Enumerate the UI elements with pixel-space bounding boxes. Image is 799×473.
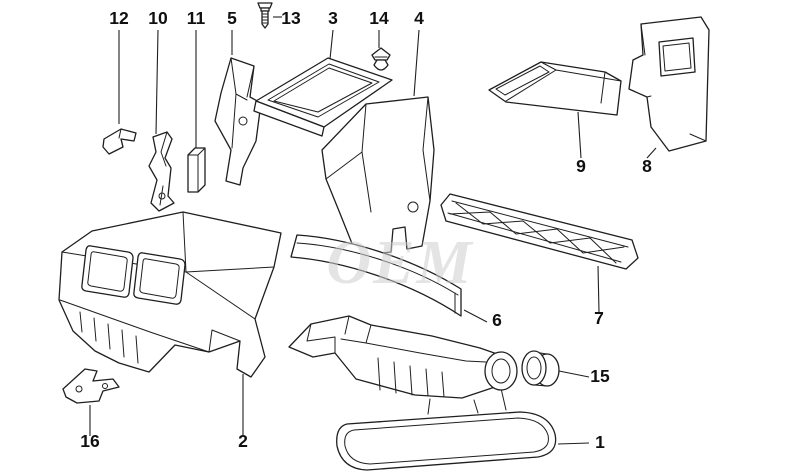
part-9-drawing (488, 61, 622, 116)
part-1-drawing (288, 315, 557, 471)
part-label-15[interactable]: 15 (590, 366, 610, 386)
part-15-drawing (521, 350, 560, 387)
leader-line-6 (463, 309, 488, 323)
part-label-5[interactable]: 5 (227, 8, 237, 28)
leader-line-10 (155, 29, 159, 135)
part-13-drawing (257, 2, 273, 29)
part-2-drawing (58, 211, 282, 378)
part-label-14[interactable]: 14 (369, 8, 389, 28)
part-label-8[interactable]: 8 (642, 156, 652, 176)
watermark: OEM (326, 229, 473, 297)
part-3-drawing (253, 57, 393, 137)
leader-line-8 (646, 147, 657, 159)
part-14-drawing (371, 47, 391, 71)
part-label-2[interactable]: 2 (238, 431, 248, 451)
part-16-drawing (62, 368, 120, 404)
leader-lines (89, 16, 657, 445)
leader-line-1 (557, 442, 590, 445)
part-label-13[interactable]: 13 (281, 8, 301, 28)
part-label-7[interactable]: 7 (594, 308, 604, 328)
part-11-drawing (187, 147, 206, 193)
part-label-9[interactable]: 9 (576, 156, 586, 176)
part-label-10[interactable]: 10 (148, 8, 168, 28)
part-6-drawing (290, 234, 462, 317)
part-7-drawing (440, 193, 639, 270)
part-label-11[interactable]: 11 (187, 8, 206, 28)
part-labels: 12 10 11 5 13 3 14 4 9 8 6 7 15 2 16 1 (80, 8, 652, 452)
part-10-drawing (148, 131, 175, 212)
part-4-drawing (321, 96, 435, 257)
part-8-drawing (628, 16, 710, 152)
part-5-drawing (214, 57, 262, 186)
part-label-1[interactable]: 1 (595, 432, 605, 452)
leader-line-15 (558, 370, 590, 378)
leader-line-4 (413, 29, 420, 97)
leader-line-7 (597, 265, 600, 313)
part-label-6[interactable]: 6 (492, 310, 502, 330)
leader-line-3 (329, 29, 334, 60)
part-label-16[interactable]: 16 (80, 431, 100, 451)
part-label-12[interactable]: 12 (109, 8, 129, 28)
part-label-4[interactable]: 4 (414, 8, 424, 28)
part-12-drawing (102, 128, 137, 155)
leader-line-9 (577, 111, 582, 159)
part-label-3[interactable]: 3 (328, 8, 338, 28)
